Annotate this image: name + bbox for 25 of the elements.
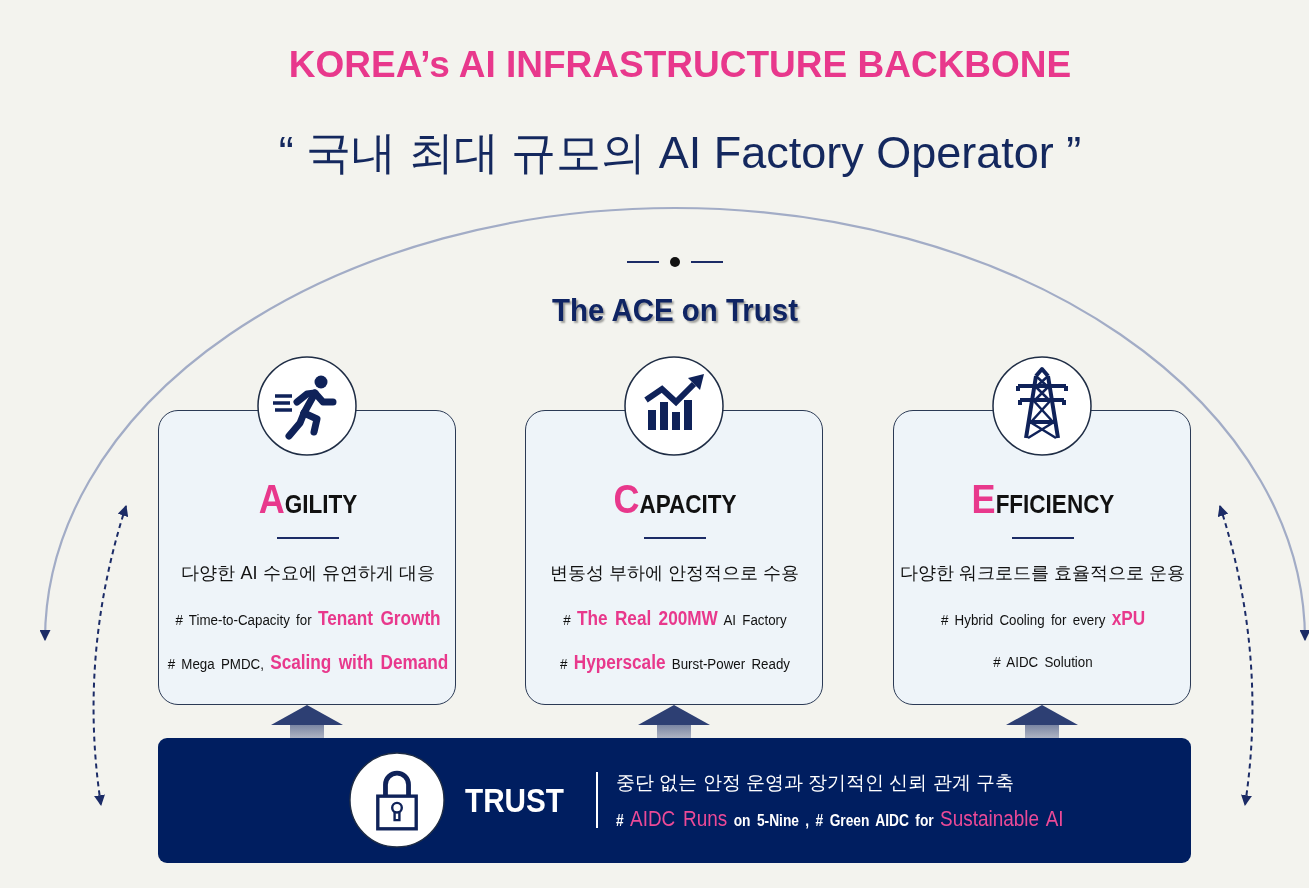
block-arrow <box>1006 705 1078 738</box>
card <box>525 410 823 705</box>
section-heading: The ACE on Trust <box>552 290 798 330</box>
hashtag-text: # The Real 200MW AI Factory <box>563 606 787 630</box>
card-heading: EFFICIENCY <box>971 476 1115 523</box>
card <box>158 410 456 705</box>
hashtag-text: # Time-to-Capacity for Tenant Growth <box>175 606 441 630</box>
block-arrow <box>638 705 710 738</box>
card <box>893 410 1191 705</box>
card-description: 다양한 워크로드를 효율적으로 운용 <box>900 563 1186 585</box>
banner-heading: TRUST <box>465 781 564 821</box>
card-description: 다양한 AI 수요에 유연하게 대응 <box>181 563 435 585</box>
hashtag-text: # Hybrid Cooling for every xPU <box>940 606 1146 630</box>
hashtag-text: # Hyperscale Burst-Power Ready <box>560 650 790 674</box>
card-description: 변동성 부하에 안정적으로 수용 <box>550 563 800 585</box>
title: KOREA’s AI INFRASTRUCTURE BACKBONE <box>288 42 1072 87</box>
banner-description: 중단 없는 안정 운영과 장기적인 신뢰 관계 구축 <box>616 771 1014 795</box>
hashtag-text: # AIDC Solution <box>993 652 1093 672</box>
hashtag-text: # Mega PMDC, Scaling with Demand <box>167 650 449 674</box>
subtitle: “ 국내 최대 규모의 AI Factory Operator ” <box>278 126 1082 180</box>
banner <box>158 738 1191 863</box>
block-arrow <box>271 705 343 738</box>
hashtag-text: # AIDC Runs on 5-Nine , # Green AIDC for Sustainable AI <box>616 805 1064 833</box>
card-heading: AGILITY <box>258 476 358 523</box>
card-heading: CAPACITY <box>613 476 737 523</box>
